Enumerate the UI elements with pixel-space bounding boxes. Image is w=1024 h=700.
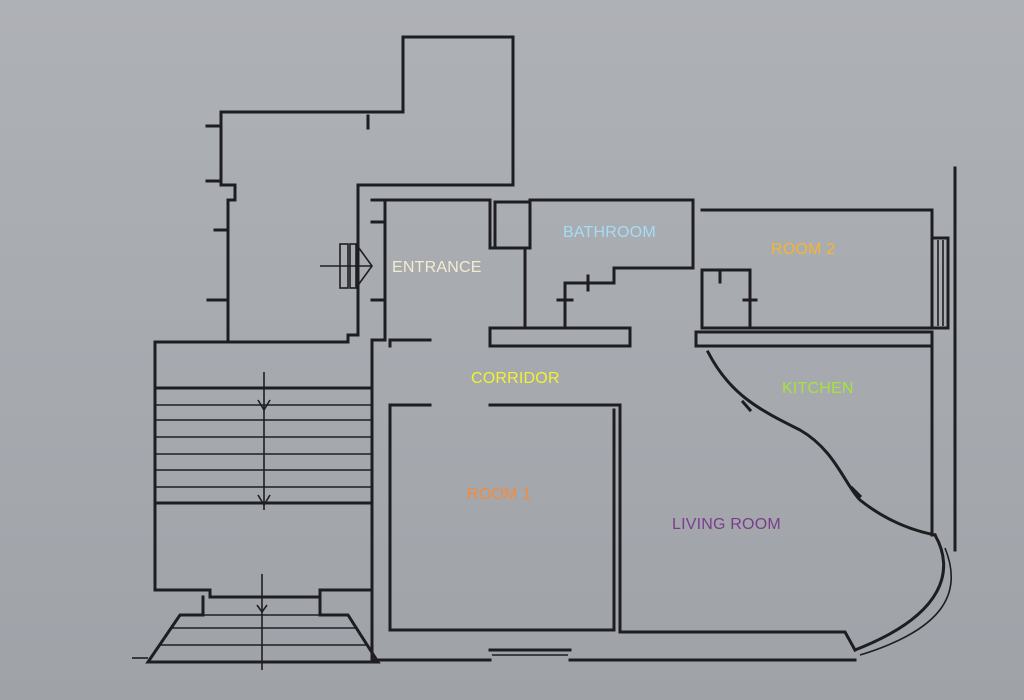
label-bathroom: BATHROOM bbox=[563, 224, 656, 241]
living-room-bay bbox=[853, 532, 946, 652]
entrance-steps bbox=[145, 574, 381, 670]
kitchen-door-tick-1 bbox=[740, 399, 753, 413]
corridor-left-lower bbox=[388, 338, 432, 348]
label-entrance: ENTRANCE bbox=[392, 259, 482, 276]
label-living-room: LIVING ROOM bbox=[672, 516, 781, 533]
bathroom-floor-wall bbox=[488, 326, 632, 348]
upper-landing-wall bbox=[219, 35, 405, 344]
bathroom-outer bbox=[528, 198, 695, 330]
bathroom-door-tick bbox=[556, 274, 590, 302]
bathroom-walls bbox=[493, 200, 532, 250]
kitchen-door-tick-2 bbox=[849, 485, 863, 499]
entrance-inner-wall bbox=[370, 198, 387, 332]
corridor-room1-top-right bbox=[488, 403, 622, 634]
living-room-bottom-wall bbox=[618, 630, 858, 653]
label-room1: ROOM 1 bbox=[467, 486, 531, 503]
room2-walls bbox=[700, 208, 934, 330]
staircase bbox=[153, 372, 374, 510]
living-room-bay-inner bbox=[859, 547, 953, 656]
entrance-door-icon bbox=[320, 243, 373, 289]
kitchen-top-wall bbox=[694, 330, 934, 348]
room2-window-inner bbox=[937, 240, 944, 326]
room2-window bbox=[930, 236, 950, 330]
label-room2: ROOM 2 bbox=[771, 241, 835, 258]
stairwell-outer-wall bbox=[153, 35, 515, 599]
apartment-top-wall bbox=[383, 198, 527, 330]
kitchen-curved-partition bbox=[705, 349, 937, 537]
room1-walls bbox=[388, 403, 616, 632]
label-corridor: CORRIDOR bbox=[471, 370, 560, 387]
label-kitchen: KITCHEN bbox=[782, 380, 854, 397]
room2-door-ticks bbox=[718, 268, 758, 302]
